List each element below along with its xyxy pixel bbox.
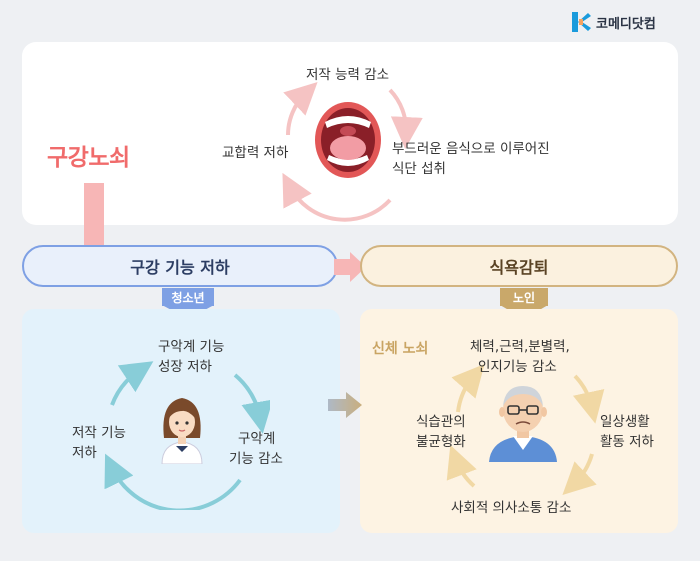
brand-logo-icon — [572, 12, 591, 32]
top-cycle-soft-food-line2: 식단 섭취 — [392, 161, 446, 177]
top-cycle-bite-force: 교합력 저하 — [222, 145, 289, 161]
oral-function-decline-pill: 구강 기능 저하 — [22, 245, 338, 287]
elderly-cycle-diet-line2: 불균형화 — [416, 434, 466, 450]
youth-cycle-function-line1: 구악계 — [238, 431, 276, 447]
youth-to-elderly-arrow — [328, 392, 362, 418]
youth-tag: 청소년 — [162, 288, 214, 306]
elderly-tag: 노인 — [500, 288, 548, 306]
youth-cycle-growth-line1: 구악계 기능 — [158, 339, 225, 355]
top-cycle-soft-food-line1: 부드러운 음식으로 이루어진 — [392, 141, 550, 157]
elderly-cycle-strength-line1: 체력,근력,분별력, — [470, 339, 570, 355]
elderly-cycle-daily-line1: 일상생활 — [600, 414, 650, 430]
youth-cycle-arrows — [104, 361, 270, 510]
elderly-cycle-social: 사회적 의사소통 감소 — [451, 500, 572, 516]
elderly-cycle-strength-line2: 인지기능 감소 — [478, 359, 557, 375]
teen-girl-icon — [161, 398, 203, 464]
youth-cycle-growth-line2: 성장 저하 — [158, 359, 212, 375]
oral-frailty-title: 구강노쇠 — [47, 145, 130, 171]
elderly-cycle-diet-line1: 식습관의 — [416, 414, 466, 430]
appetite-loss-pill: 식욕감퇴 — [360, 245, 678, 287]
elderly-cycle-daily-line2: 활동 저하 — [600, 434, 654, 450]
open-mouth-icon — [315, 102, 381, 178]
youth-cycle-chewing-line1: 저작 기능 — [72, 425, 126, 441]
youth-cycle-chewing-line2: 저하 — [72, 445, 97, 461]
pill-connector-arrow — [334, 252, 366, 282]
brand-name: 코메디닷컴 — [596, 16, 656, 32]
elderly-man-icon — [489, 386, 557, 462]
pink-connector — [84, 183, 104, 245]
brand-logo: 코메디닷컴 — [570, 10, 656, 34]
top-cycle-arrows — [282, 81, 423, 222]
youth-cycle-function-line2: 기능 감소 — [229, 451, 283, 467]
top-cycle-chewing: 저작 능력 감소 — [306, 67, 390, 83]
elderly-cycle-arrows — [446, 363, 605, 496]
body-frailty-label: 신체 노쇠 — [372, 341, 429, 357]
